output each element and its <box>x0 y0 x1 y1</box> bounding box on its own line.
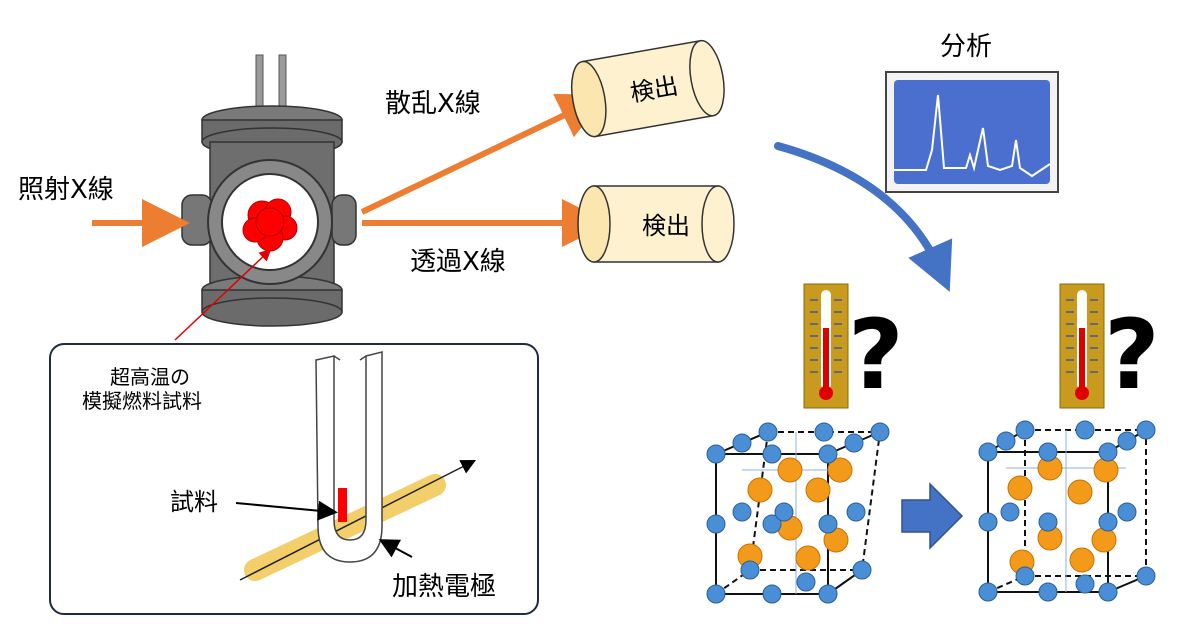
scattered-xray-label: 散乱X線 <box>385 89 481 119</box>
sample-label: 試料 <box>170 488 218 516</box>
thermometer-icon <box>803 283 849 409</box>
flow-arrow <box>774 142 953 292</box>
sample-label-line2: 模擬燃料試料 <box>82 389 202 413</box>
xray-chamber <box>181 54 357 327</box>
detector-2-label: 検出 <box>642 212 690 240</box>
detector-2: 検出 <box>577 185 735 263</box>
analysis-label: 分析 <box>940 32 992 62</box>
detector-1: 検出 <box>570 39 725 138</box>
scattered-beam-arrow <box>360 93 607 215</box>
heating-rod <box>244 474 446 581</box>
transmitted-xray-label: 透過X線 <box>410 247 506 277</box>
question-mark-icon: ? <box>848 299 904 411</box>
right-arrow-icon <box>901 482 964 550</box>
heating-electrode-label: 加熱電極 <box>392 572 496 602</box>
analysis-monitor <box>885 71 1059 193</box>
incident-xray-label: 照射X線 <box>18 175 114 205</box>
sample-inset: 超高温の 模擬燃料試料 試料 加熱電極 <box>49 248 539 615</box>
crystal-lattice-2 <box>978 420 1156 602</box>
spectrum-line <box>894 94 1051 178</box>
sample-blob <box>242 198 298 252</box>
question-mark-icon: ? <box>1104 299 1160 411</box>
sample-strip <box>338 488 347 522</box>
thermometer-icon <box>1059 283 1105 409</box>
crystal-lattice-1 <box>706 422 890 604</box>
sample-label-line1: 超高温の <box>110 365 190 389</box>
